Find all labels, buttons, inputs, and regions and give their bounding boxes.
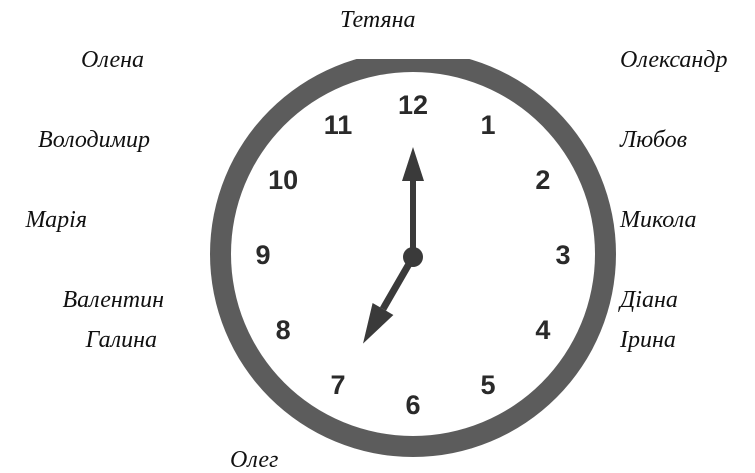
name-mykola: Микола <box>620 208 696 232</box>
clock-numeral-1: 1 <box>480 110 495 140</box>
name-liubov: Любов <box>620 128 687 152</box>
clock-center-pin <box>403 247 423 267</box>
name-diana: Діана <box>620 288 678 312</box>
clock-numeral-4: 4 <box>535 315 550 345</box>
clock-numeral-3: 3 <box>555 240 570 270</box>
name-halyna: Галина <box>86 328 157 352</box>
name-tetiana: Тетяна <box>340 8 416 32</box>
name-oleksandr: Олександр <box>620 48 727 72</box>
clock-numeral-9: 9 <box>255 240 270 270</box>
name-olena: Олена <box>81 48 144 72</box>
clock-numeral-6: 6 <box>405 390 420 420</box>
clock-numeral-8: 8 <box>276 315 291 345</box>
name-iryna: Ірина <box>620 328 676 352</box>
name-mariia: Марія <box>26 208 87 232</box>
clock-numeral-5: 5 <box>480 370 495 400</box>
clock-numeral-7: 7 <box>330 370 345 400</box>
clock-numeral-12: 12 <box>398 90 428 120</box>
name-volodymyr: Володимир <box>38 128 150 152</box>
clock-numeral-10: 10 <box>268 165 298 195</box>
clock-numeral-11: 11 <box>324 110 353 140</box>
clock-numeral-2: 2 <box>535 165 550 195</box>
name-valentyn: Валентин <box>62 288 164 312</box>
